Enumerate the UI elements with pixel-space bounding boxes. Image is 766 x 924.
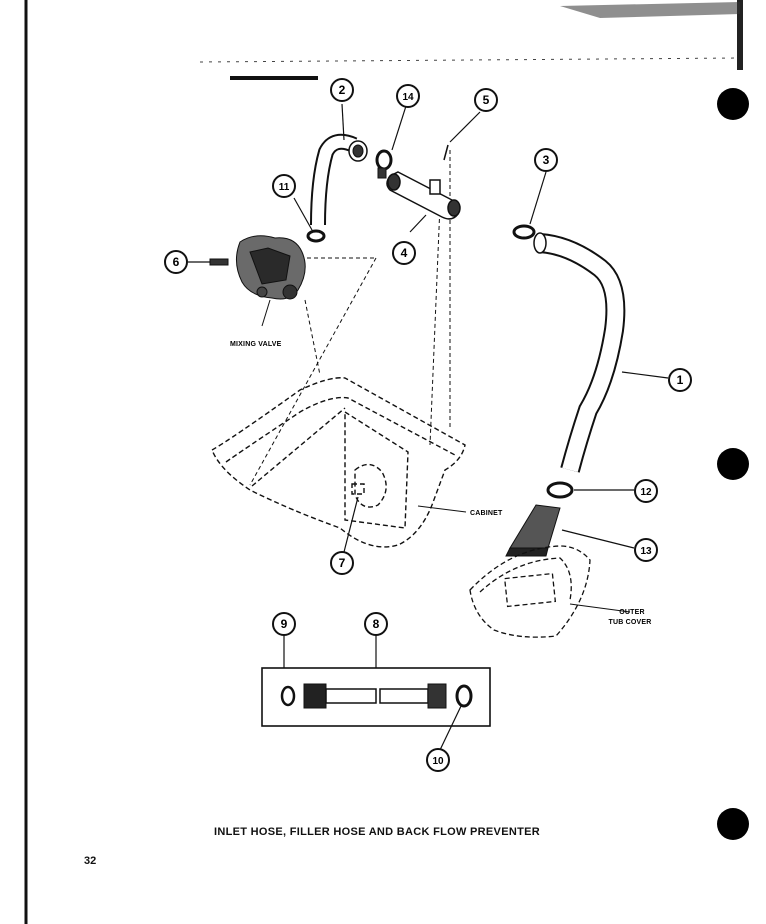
callout-number: 1 <box>677 373 684 387</box>
callout-8: 8 <box>364 612 388 636</box>
hose-2 <box>310 103 368 226</box>
callout-1-upper: 1 <box>668 368 692 392</box>
callout-number: 10 <box>432 756 444 767</box>
filler-hose <box>533 232 669 473</box>
hose-clamp-14 <box>375 105 407 179</box>
punch-hole <box>717 88 749 120</box>
callout-number: 5 <box>483 93 490 107</box>
callout-number: 6 <box>173 255 180 269</box>
callout-10: 10 <box>426 748 450 772</box>
callout-13: 13 <box>634 538 658 562</box>
callout-5: 5 <box>474 88 498 112</box>
callout-9: 9 <box>272 612 296 636</box>
label-outer-tub-cover-line2: TUB COVER <box>608 619 651 626</box>
page-number: 32 <box>84 855 97 867</box>
hose-clamp-11 <box>293 197 326 243</box>
label-mixing-valve: MIXING VALVE <box>230 341 282 348</box>
fill-funnel <box>505 504 635 557</box>
callout-11: 11 <box>272 174 296 198</box>
screw <box>188 258 229 266</box>
callout-12: 12 <box>634 479 658 503</box>
callout-3: 3 <box>534 148 558 172</box>
callout-6: 6 <box>164 250 188 274</box>
callout-number: 12 <box>640 487 652 498</box>
callout-number: 13 <box>640 546 652 557</box>
washer-9 <box>280 685 296 707</box>
label-outer-tub-cover-line1: OUTER <box>619 609 645 616</box>
punch-hole <box>717 808 749 840</box>
assembly-leaders <box>249 150 451 486</box>
mixing-valve <box>236 235 306 327</box>
cabinet <box>211 377 466 548</box>
callout-number: 11 <box>279 182 290 193</box>
washer-10 <box>455 684 473 708</box>
callout-number: 3 <box>543 153 550 167</box>
hose-clamp-3 <box>512 171 547 240</box>
hose-clamp-12 <box>546 481 634 499</box>
inlet-hose-kit <box>261 634 491 751</box>
scan-artifacts <box>24 0 749 924</box>
callout-number: 4 <box>401 246 408 260</box>
backflow-preventer <box>386 111 481 233</box>
label-cabinet: CABINET <box>470 510 503 517</box>
figure-caption: INLET HOSE, FILLER HOSE AND BACK FLOW PR… <box>214 826 540 838</box>
callout-number: 8 <box>373 617 380 631</box>
outer-tub-cover <box>469 545 631 638</box>
callout-number: 9 <box>281 617 288 631</box>
callout-4: 4 <box>392 241 416 265</box>
callout-number: 7 <box>339 556 346 570</box>
callout-2: 2 <box>330 78 354 102</box>
punch-hole <box>717 448 749 480</box>
callout-7: 7 <box>330 496 359 575</box>
callout-14: 14 <box>396 84 420 108</box>
callout-number: 2 <box>339 83 346 97</box>
callout-number: 14 <box>402 92 414 103</box>
